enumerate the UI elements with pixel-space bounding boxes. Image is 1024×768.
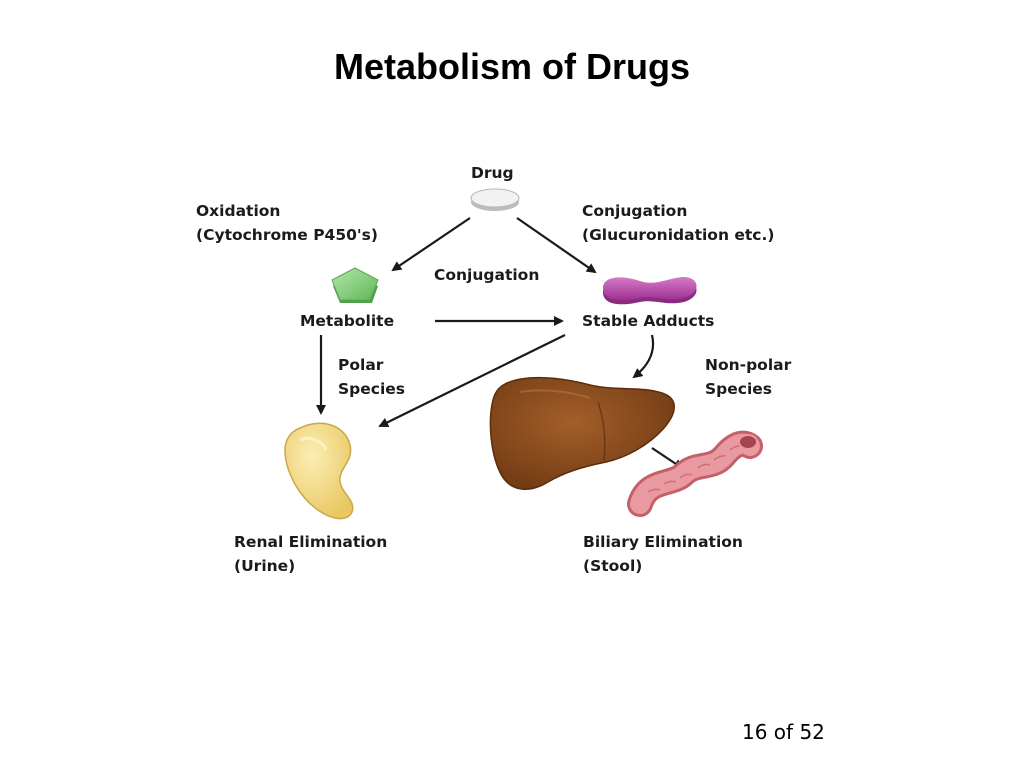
arrow-drug-to-adducts — [516, 217, 597, 274]
liver-icon — [489, 376, 675, 490]
conjugation-right-label: Conjugation — [582, 202, 687, 220]
stool-label: (Stool) — [583, 557, 642, 575]
arrow-adducts-to-kidney — [378, 334, 566, 427]
biliary-elimination-label: Biliary Elimination — [583, 533, 743, 551]
drug-label: Drug — [471, 164, 514, 182]
drug-pill-icon — [470, 188, 520, 211]
stable-adducts-label: Stable Adducts — [582, 312, 714, 330]
arrow-adducts-to-liver — [632, 334, 655, 379]
conjugation-right-detail-label: (Glucuronidation etc.) — [582, 226, 774, 244]
slide-title: Metabolism of Drugs — [333, 46, 691, 87]
polar-species-label: Polar — [338, 356, 384, 374]
page-indicator: 16 of 52 — [742, 720, 825, 744]
oxidation-detail-label: (Cytochrome P450's) — [196, 226, 378, 244]
kidney-icon — [284, 422, 354, 520]
metabolite-pentagon-icon — [331, 267, 379, 303]
nonpolar-species-label: Non-polar — [705, 356, 792, 374]
metabolite-label: Metabolite — [300, 312, 394, 330]
intestine-icon — [627, 430, 763, 517]
polar-species-label-2: Species — [338, 380, 405, 398]
urine-label: (Urine) — [234, 557, 295, 575]
conjugation-middle-label: Conjugation — [434, 266, 539, 284]
nonpolar-species-label-2: Species — [705, 380, 772, 398]
arrow-drug-to-metabolite — [391, 217, 471, 272]
renal-elimination-label: Renal Elimination — [234, 533, 387, 551]
oxidation-label: Oxidation — [196, 202, 280, 220]
stable-adduct-icon — [603, 276, 697, 305]
